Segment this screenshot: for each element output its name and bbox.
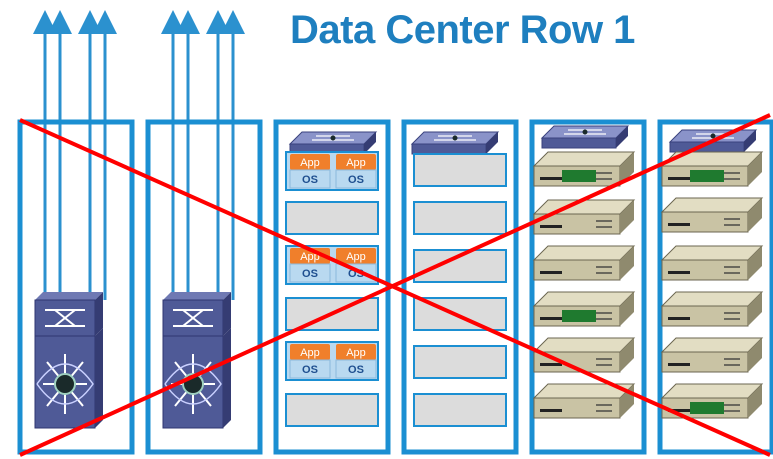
status-display: [562, 170, 596, 182]
rack-frame: [529, 119, 647, 455]
empty-slot: [413, 201, 507, 235]
empty-slot: [413, 393, 507, 427]
rack-server-icon: [532, 291, 636, 327]
os-label: OS: [302, 268, 318, 280]
rack-frame: [657, 119, 773, 455]
empty-slot: [413, 153, 507, 187]
cross-out-line: [19, 113, 771, 457]
top-of-rack-switch-icon: [288, 131, 378, 155]
app-label: App: [300, 347, 320, 359]
top-of-rack-switch-icon: [410, 131, 500, 155]
rack-server-icon: [660, 245, 764, 281]
os-badge: [335, 359, 377, 379]
app-label: App: [346, 347, 366, 359]
cross-out-line: [19, 118, 771, 457]
os-label: OS: [302, 364, 318, 376]
rack-server-icon: [660, 197, 764, 233]
rack-frame: [145, 119, 263, 455]
rack-server-icon: [532, 245, 636, 281]
rack-server-icon: [660, 291, 764, 327]
os-badge: [289, 169, 331, 189]
app-label: App: [300, 157, 320, 169]
os-label: OS: [348, 174, 364, 186]
rack-server-icon: [660, 337, 764, 373]
os-badge: [335, 169, 377, 189]
app-label: App: [346, 157, 366, 169]
os-label: OS: [348, 364, 364, 376]
app-badge: [290, 344, 330, 360]
app-badge: [336, 344, 376, 360]
empty-slot: [285, 393, 379, 427]
status-display: [562, 310, 596, 322]
status-display: [690, 402, 724, 414]
app-label: App: [300, 251, 320, 263]
app-badge: [336, 248, 376, 264]
os-label: OS: [302, 174, 318, 186]
rack-server-icon: [532, 383, 636, 419]
rack-server-icon: [660, 151, 764, 187]
app-badge: [290, 154, 330, 170]
os-badge: [289, 359, 331, 379]
os-badge: [335, 263, 377, 283]
top-of-rack-switch-icon: [540, 125, 630, 149]
rack-frame: [17, 119, 135, 455]
diagram-title: Data Center Row 1: [290, 8, 635, 52]
os-badge: [289, 263, 331, 283]
core-switch-icon: [162, 292, 231, 429]
rack-server-icon: [532, 151, 636, 187]
core-switch-icon: [34, 292, 103, 429]
empty-slot: [285, 201, 379, 235]
app-badge: [336, 154, 376, 170]
app-label: App: [346, 251, 366, 263]
rack-frame: [401, 119, 519, 455]
empty-slot: [413, 345, 507, 379]
status-display: [690, 170, 724, 182]
rack-server-icon: [532, 337, 636, 373]
